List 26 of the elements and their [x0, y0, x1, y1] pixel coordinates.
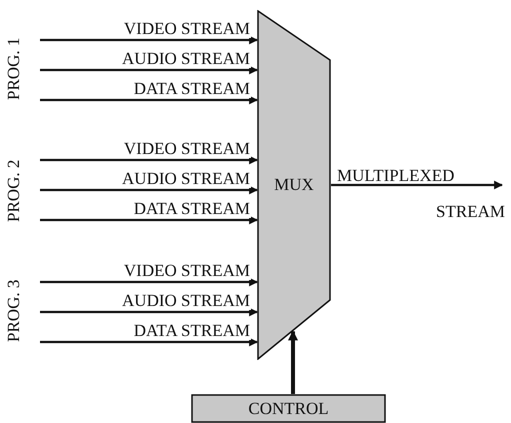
multiplexer-block: MUX [257, 10, 331, 360]
arrow [331, 180, 503, 190]
arrow [40, 156, 258, 164]
edge-label: MULTIPLEXED STREAM [336, 165, 506, 223]
arrow [40, 186, 258, 194]
arrow [40, 308, 258, 316]
edge-label: VIDEO STREAM [122, 262, 251, 280]
control-box: CONTROL [191, 394, 386, 423]
edge-label: DATA STREAM [132, 322, 251, 340]
arrow [40, 36, 258, 44]
edge-label: VIDEO STREAM [122, 20, 251, 38]
arrow [40, 216, 258, 224]
edge-label: DATA STREAM [132, 80, 251, 98]
edge-label: AUDIO STREAM [121, 292, 251, 310]
arrow [40, 96, 258, 104]
edge-label: VIDEO STREAM [122, 140, 251, 158]
arrow [288, 330, 298, 394]
edge-label: AUDIO STREAM [121, 170, 251, 188]
program-label: PROG. 2 [4, 160, 24, 222]
arrow [40, 338, 258, 346]
arrow [40, 66, 258, 74]
edge-label: AUDIO STREAM [121, 50, 251, 68]
program-label: PROG. 1 [4, 38, 24, 100]
arrow [40, 278, 258, 286]
program-label: PROG. 3 [4, 280, 24, 342]
edge-label: DATA STREAM [132, 200, 251, 218]
